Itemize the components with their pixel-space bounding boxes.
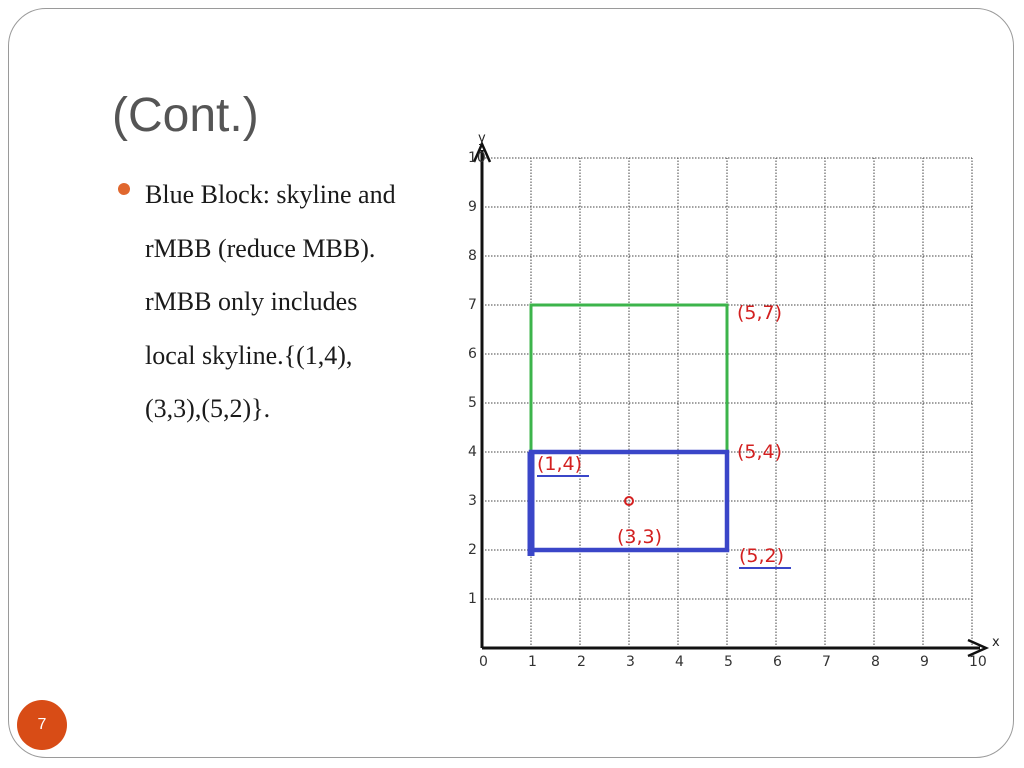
bullet-text: Blue Block: skyline and rMBB (reduce MBB… [145,180,396,423]
y-tick-label: 7 [468,297,477,313]
point-label: (5,2) [739,545,784,567]
y-tick-label: 9 [468,199,477,215]
x-tick-label: 6 [773,654,782,670]
x-axis-arrow-icon [967,638,990,658]
x-tick-label: 7 [822,654,831,670]
y-tick-label: 2 [468,542,477,558]
y-tick-label: 10 [468,150,486,166]
y-tick-label: 6 [468,346,477,362]
x-tick-label: 8 [871,654,880,670]
y-axis-label: y [478,131,486,146]
bullet-dot-icon [118,183,130,195]
point-label: (1,4) [537,453,582,475]
page-number-badge: 7 [17,700,67,750]
x-tick-label: 10 [969,654,987,670]
x-tick-label: 1 [528,654,537,670]
point-marker [624,496,634,506]
y-tick-label: 1 [468,591,477,607]
point-label: (3,3) [617,526,662,548]
point-label: (5,7) [737,302,782,324]
y-tick-label: 8 [468,248,477,264]
slide-frame [8,8,1014,758]
x-tick-label: 3 [626,654,635,670]
x-tick-label: 0 [479,654,488,670]
x-tick-label: 5 [724,654,733,670]
x-axis-label: x [992,635,1000,650]
point-label: (5,4) [737,441,782,463]
coordinate-chart: x y 0 1 2 3 4 5 6 7 8 9 10 1 2 3 4 5 6 7 8 9 10 (1,4) (3,3) (5,7)… [468,131,1000,670]
y-tick-label: 4 [468,444,477,460]
x-tick-label: 2 [577,654,586,670]
x-tick-label: 4 [675,654,684,670]
slide-title: (Cont.) [112,89,259,142]
y-tick-label: 3 [468,493,477,509]
y-axis-arrow-icon [472,140,492,163]
x-tick-label: 9 [920,654,929,670]
y-tick-label: 5 [468,395,477,411]
